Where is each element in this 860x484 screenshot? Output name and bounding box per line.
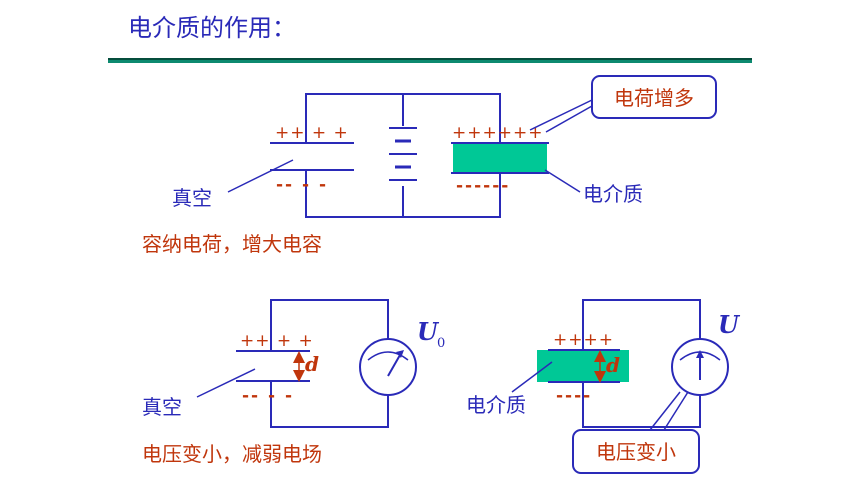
br-gap-label: d — [606, 353, 620, 377]
br-wire-lower — [582, 382, 701, 428]
charge-increase-callout — [591, 75, 717, 119]
bl-meter-label: U — [417, 317, 440, 346]
br-dielectric-leader — [511, 361, 553, 393]
br-wire-upper — [582, 299, 701, 350]
top-circuit: ++ + + -- - - ++++++ ------ 电荷增多 真空 电介质 … — [142, 75, 717, 256]
bl-meter-subscript: 0 — [437, 336, 445, 351]
bottom-left-circuit: ++ + + -- - - d U 0 真空 电压变小，减弱电场 — [142, 299, 445, 466]
vacuum-leader-line — [227, 159, 294, 193]
voltage-callout-pointer-2 — [663, 391, 689, 431]
voltage-decrease-callout — [572, 429, 700, 474]
top-conclusion: 容纳电荷，增大电容 — [142, 232, 322, 256]
bl-gap-label: d — [305, 352, 319, 376]
battery-icon — [389, 127, 417, 181]
bl-plus-charges: ++ + + — [240, 331, 314, 351]
br-dielectric-slab — [537, 350, 629, 382]
bl-vacuum-label: 真空 — [142, 395, 182, 419]
dielectric-slab — [453, 143, 547, 173]
br-dielectric-label: 电介质 — [466, 393, 526, 417]
voltmeter-icon-right — [671, 338, 729, 396]
voltmeter-icon — [359, 338, 417, 396]
dielectric-leader-line — [544, 169, 581, 193]
br-plus-charges: ++++ — [553, 330, 614, 350]
bottom-right-circuit: ++++ ---- d U 电介质 电压变小 — [466, 299, 741, 474]
charge-increase-label: 电荷增多 — [614, 86, 694, 110]
dielectric-plus-charges: ++++++ — [452, 123, 543, 143]
callout-pointer-2 — [545, 105, 593, 133]
top-dielectric-label: 电介质 — [583, 182, 643, 206]
bl-minus-charges: -- - - — [242, 386, 294, 406]
bl-vacuum-leader — [196, 368, 256, 398]
br-meter-label: U — [718, 310, 741, 339]
title-divider — [108, 58, 752, 63]
bl-wire-upper — [270, 299, 389, 351]
page-title: 电介质的作用： — [128, 14, 296, 42]
top-vacuum-label: 真空 — [172, 186, 212, 210]
title-divider-shadow — [108, 58, 752, 60]
bl-wire-lower — [270, 381, 389, 428]
voltage-decrease-label: 电压变小 — [596, 440, 676, 464]
voltage-callout-pointer-1 — [649, 391, 681, 431]
callout-pointer-1 — [529, 99, 593, 131]
dielectric-minus-charges: ------ — [456, 176, 510, 196]
vacuum-plus-charges: ++ + + — [275, 123, 349, 143]
bottom-conclusion: 电压变小，减弱电场 — [142, 442, 322, 466]
vacuum-minus-charges: -- - - — [276, 175, 328, 195]
br-minus-charges: ---- — [556, 386, 592, 406]
